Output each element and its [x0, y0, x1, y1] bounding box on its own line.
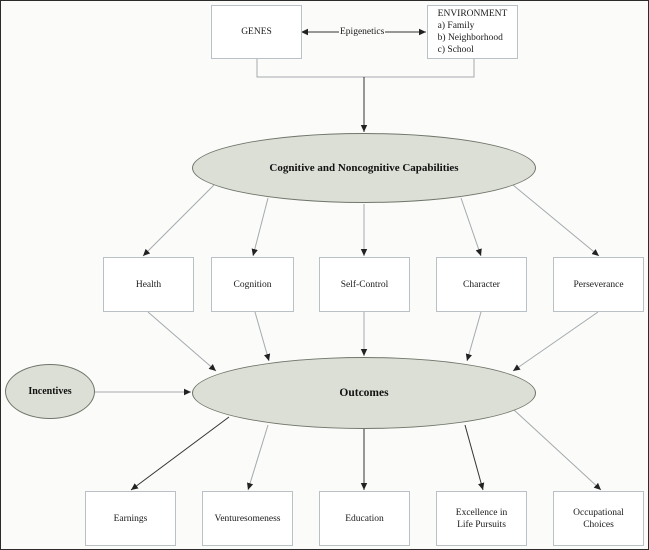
capabilities-label: Cognitive and Noncognitive Capabilities [269, 162, 459, 174]
genes-label: GENES [241, 27, 272, 37]
epigenetics-label: Epigenetics [339, 26, 386, 38]
trait-label: Health [135, 279, 162, 290]
trait-box-health: Health [103, 257, 194, 312]
result-label-line1: Occupational [573, 507, 624, 518]
environment-title: ENVIRONMENT [437, 9, 508, 19]
outcomes-to-earnings-arrow [130, 416, 230, 491]
genes-box: GENES [211, 5, 302, 59]
environment-item-family: a) Family [437, 21, 475, 31]
trait-box-perseverance: Perseverance [553, 257, 644, 312]
trait-box-cognition: Cognition [211, 257, 294, 312]
trait-label: Self-Control [340, 279, 389, 290]
outcomes-ellipse: Outcomes [192, 357, 536, 429]
health-to-outcomes-arrow [147, 311, 217, 372]
incentives-label: Incentives [28, 386, 72, 397]
cap-to-perseverance-arrow [512, 184, 600, 257]
result-box-earnings: Earnings [85, 491, 176, 546]
trait-label: Character [463, 279, 500, 290]
trait-label: Cognition [233, 279, 272, 290]
environment-item-school: c) School [437, 45, 474, 55]
result-label: Education [345, 513, 384, 524]
cap-to-health-arrow [142, 184, 215, 257]
result-label-line1: Excellence in [455, 507, 508, 518]
cap-to-cognition-arrow [251, 197, 269, 257]
result-box-education: Education [319, 491, 410, 546]
cap-to-character-arrow [460, 197, 482, 257]
incentives-ellipse: Incentives [5, 364, 95, 419]
capabilities-ellipse: Cognitive and Noncognitive Capabilities [192, 133, 536, 203]
outcomes-to-excellence-arrow [464, 424, 485, 491]
outcomes-label: Outcomes [339, 387, 389, 399]
trait-label: Perseverance [573, 279, 624, 290]
result-box-venturesomeness: Venturesomeness [202, 491, 293, 546]
environment-box: ENVIRONMENT a) Family b) Neighborhood c)… [427, 5, 518, 59]
cognition-to-outcomes-arrow [254, 311, 271, 362]
environment-item-neighborhood: b) Neighborhood [437, 33, 503, 43]
outcomes-to-venturesomeness-arrow [247, 424, 269, 491]
trait-box-self-control: Self-Control [319, 257, 410, 312]
trait-box-character: Character [436, 257, 527, 312]
result-box-occupational: Occupational Choices [553, 491, 644, 546]
perseverance-to-outcomes-arrow [512, 311, 599, 372]
result-label: Earnings [113, 513, 148, 524]
top-bracket [256, 58, 475, 78]
character-to-outcomes-arrow [465, 311, 482, 362]
result-box-excellence: Excellence in Life Pursuits [436, 491, 527, 546]
result-label-line2: Choices [583, 519, 614, 530]
outcomes-to-occupational-arrow [512, 408, 602, 491]
result-label-line2: Life Pursuits [457, 519, 506, 530]
result-label: Venturesomeness [214, 513, 281, 524]
